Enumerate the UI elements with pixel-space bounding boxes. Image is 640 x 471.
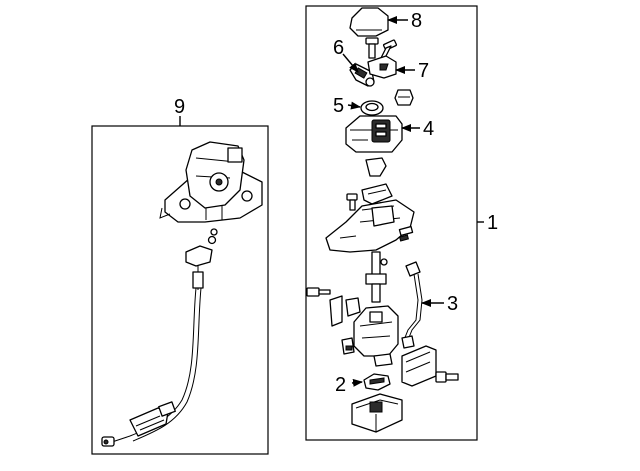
bottom-tray (351, 393, 403, 433)
part-4-indicator-housing (345, 115, 403, 177)
knob-bolts (365, 37, 398, 59)
module-bolt (435, 371, 459, 383)
part-3-wire-harness (401, 261, 423, 349)
shift-cable (101, 228, 218, 447)
callout-5: 5 (333, 95, 344, 117)
callout-7: 7 (418, 60, 429, 82)
callout-2: 2 (335, 374, 346, 396)
solenoid-housing (341, 305, 399, 367)
control-module (401, 345, 437, 387)
assembly-1-frame (305, 5, 478, 441)
mounting-bracket (329, 295, 361, 327)
callout-4: 4 (423, 118, 434, 140)
callout-1: 1 (487, 212, 498, 234)
shifter-gasket (346, 183, 393, 211)
leader-2 (351, 378, 363, 387)
part-7-bracket (367, 55, 397, 79)
callout-8: 8 (411, 10, 422, 32)
callout-9: 9 (174, 96, 185, 118)
shifter-shaft (365, 251, 388, 303)
part-2-clip (363, 373, 391, 391)
callout-3: 3 (447, 293, 458, 315)
shifter-base (325, 199, 415, 253)
part-8-knob-cap (349, 7, 389, 37)
callout-6: 6 (333, 37, 344, 59)
cable-bracket-assembly (159, 141, 263, 223)
leader-6 (342, 53, 359, 73)
leader-5 (347, 101, 361, 110)
mounting-bolt (306, 287, 331, 297)
part-5-grommet (360, 89, 414, 116)
